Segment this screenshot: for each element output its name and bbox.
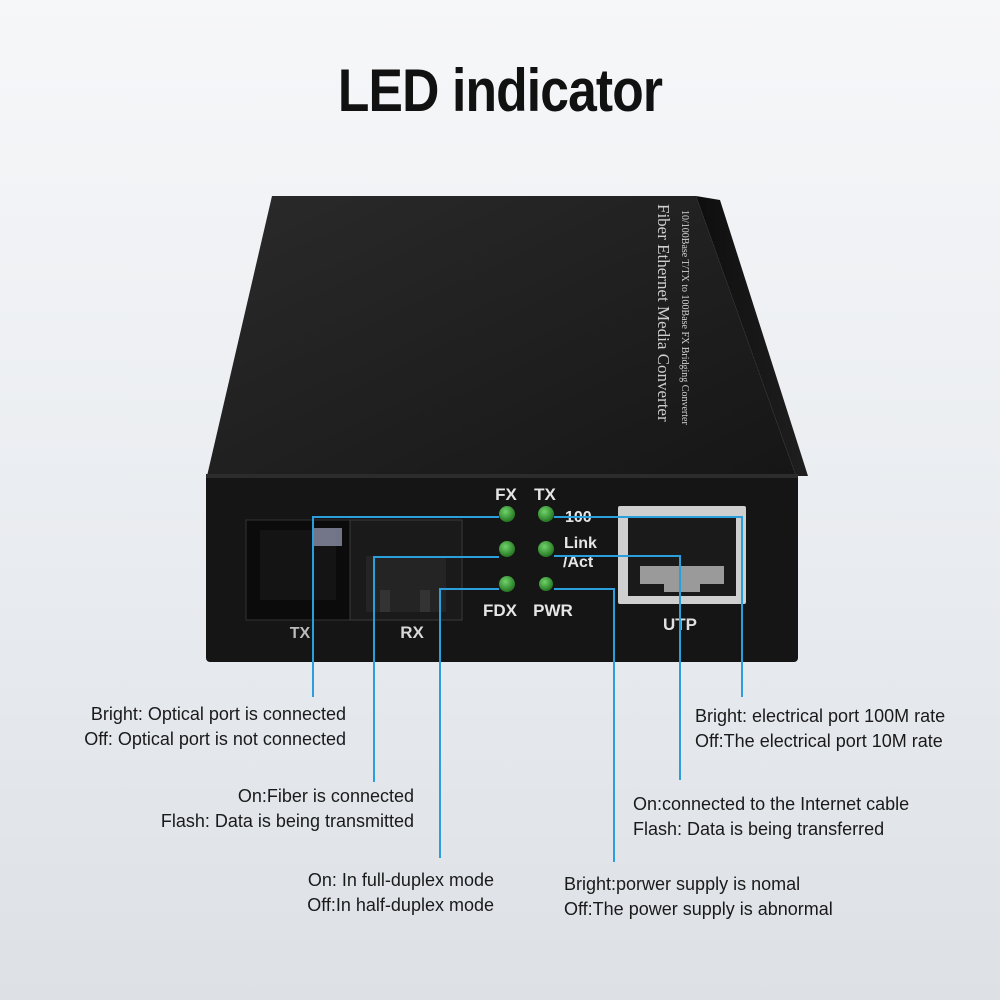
led-label-pwr: PWR xyxy=(533,601,573,620)
callout-fdx-line2: Off:In half-duplex mode xyxy=(307,895,494,915)
led-fdx xyxy=(499,576,515,592)
led-label-tx: TX xyxy=(534,485,556,504)
callout-line-fiber-link xyxy=(373,556,499,782)
device-side-panel xyxy=(696,196,808,476)
callout-fx: Bright: Optical port is connected Off: O… xyxy=(84,702,346,752)
callout-fdx-line1: On: In full-duplex mode xyxy=(307,870,494,890)
callout-fiber-link: On:Fiber is connected Flash: Data is bei… xyxy=(161,784,414,834)
callout-pwr: Bright:porwer supply is nomal Off:The po… xyxy=(564,872,833,922)
device-top-surface xyxy=(207,196,796,476)
led-pwr xyxy=(539,577,553,591)
port-label-tx: TX xyxy=(290,625,311,642)
led-label-fdx: FDX xyxy=(483,601,518,620)
led-link-act xyxy=(538,541,554,557)
page-title: LED indicator xyxy=(337,57,663,124)
callout-link-act: On:connected to the Internet cable Flash… xyxy=(633,792,909,842)
led-label-link: Link xyxy=(564,535,597,552)
callout-line-fdx xyxy=(439,588,499,858)
callout-line-link-act xyxy=(554,555,681,780)
led-label-act: /Act xyxy=(563,554,594,571)
callout-fdx: On: In full-duplex mode Off:In half-dupl… xyxy=(307,868,494,918)
callout-100-line2: Off:The electrical port 10M rate xyxy=(695,731,943,751)
callout-line-pwr xyxy=(554,588,615,862)
led-label-fx: FX xyxy=(495,485,517,504)
callout-line-fx xyxy=(312,516,499,697)
callout-fiber-link-line2: Flash: Data is being transmitted xyxy=(160,811,414,831)
callout-pwr-line2: Off:The power supply is abnormal xyxy=(564,899,833,919)
callout-fiber-link-line1: On:Fiber is connected xyxy=(237,786,414,806)
callout-fx-line2: Off: Optical port is not connected xyxy=(84,729,346,749)
callout-link-act-line1: On:connected to the Internet cable xyxy=(633,794,910,814)
led-fiber-link xyxy=(499,541,515,557)
port-label-rx: RX xyxy=(400,623,424,642)
callout-fx-line1: Bright: Optical port is connected xyxy=(90,704,346,724)
top-label-sub: 10/100Base T/TX to 100Base FX Bridging C… xyxy=(679,210,690,425)
callout-100: Bright: electrical port 100M rate Off:Th… xyxy=(695,704,945,754)
callout-line-100 xyxy=(554,516,743,697)
callout-100-line1: Bright: electrical port 100M rate xyxy=(695,706,946,726)
led-100 xyxy=(538,506,554,522)
top-label-main: Fiber Ethernet Media Converter xyxy=(654,204,673,422)
led-fx xyxy=(499,506,515,522)
callout-pwr-line1: Bright:porwer supply is nomal xyxy=(564,874,801,894)
callout-link-act-line2: Flash: Data is being transferred xyxy=(633,819,885,839)
